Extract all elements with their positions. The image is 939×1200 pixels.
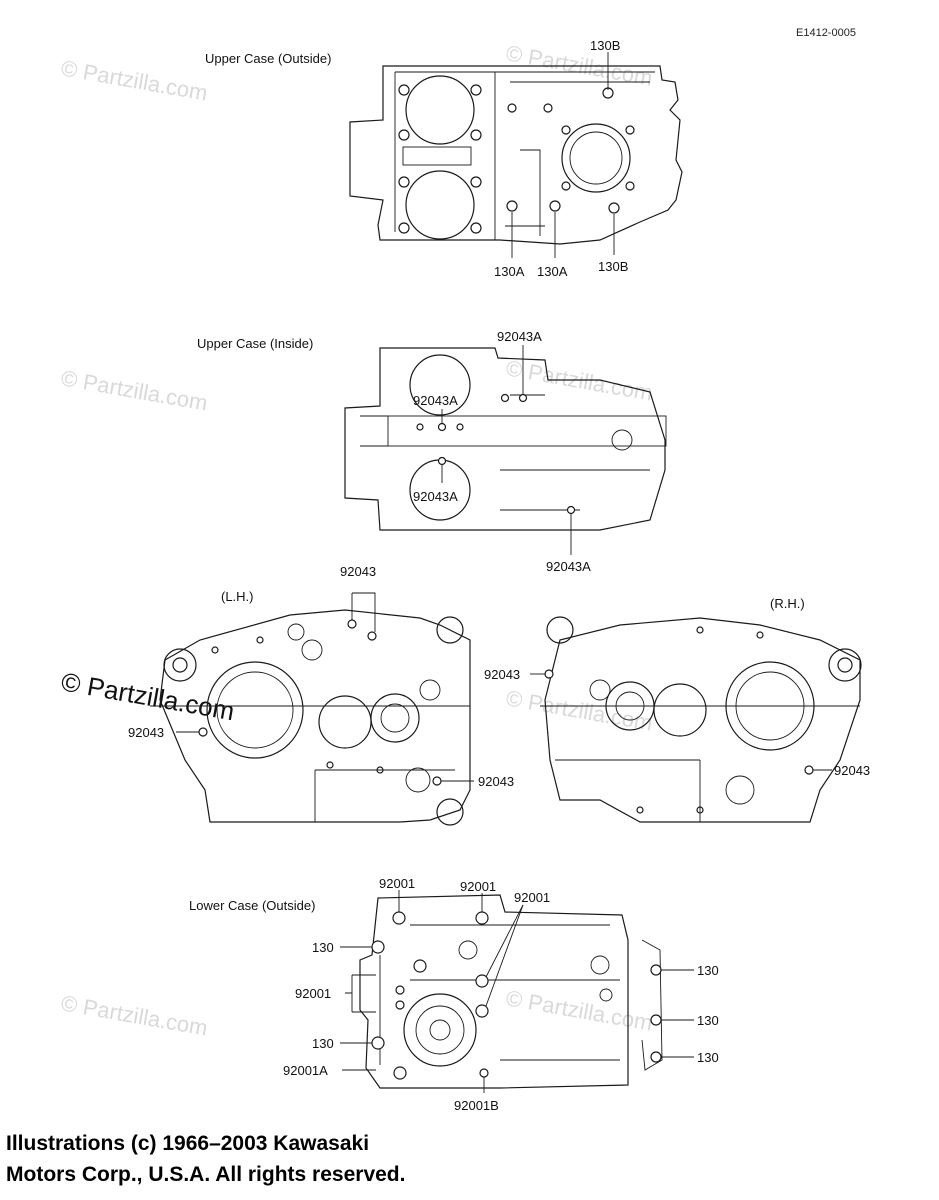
part-label-130a-right: 130A	[537, 264, 568, 279]
part-label-92043a-lower-mid: 92043A	[413, 489, 458, 504]
section-title: Upper Case (Outside)	[205, 51, 331, 66]
part-label-92043a-upper-mid: 92043A	[413, 393, 458, 408]
part-label-92001-top-left: 92001	[379, 876, 415, 891]
watermark: © Partzilla.com	[504, 685, 654, 735]
lh-title: (L.H.)	[221, 589, 254, 604]
part-label-130a-left: 130A	[494, 264, 525, 279]
part-label-92001-top-right: 92001	[514, 890, 550, 905]
copyright-line-2: Motors Corp., U.S.A. All rights reserved…	[6, 1163, 406, 1186]
copyright-line-1: Illustrations (c) 1966–2003 Kawasaki	[6, 1132, 370, 1155]
upper-case-outside: Upper Case (Outside)	[205, 38, 683, 279]
part-label-92001-left: 92001	[295, 986, 331, 1001]
part-label-92001-top-mid: 92001	[460, 879, 496, 894]
part-label-92043-rh-left: 92043	[484, 667, 520, 682]
section-title: Lower Case (Outside)	[189, 898, 315, 913]
watermark: © Partzilla.com	[59, 990, 209, 1040]
part-label-92043-lh-left: 92043	[128, 725, 164, 740]
side-views: (L.H.) (R.H.)	[128, 564, 870, 826]
part-label-92043-lh-top: 92043	[340, 564, 376, 579]
watermark: © Partzilla.com	[59, 365, 209, 415]
rh-title: (R.H.)	[770, 596, 805, 611]
part-label-130-right-top: 130	[697, 963, 719, 978]
part-label-130-left-top: 130	[312, 940, 334, 955]
part-label-92043a-bottom: 92043A	[546, 559, 591, 574]
watermark-dark: © Partzilla.com	[59, 666, 237, 726]
part-label-130-right-mid: 130	[697, 1013, 719, 1028]
part-label-130-left-bottom: 130	[312, 1036, 334, 1051]
part-label-92043-rh-right: 92043	[834, 763, 870, 778]
part-label-92043-lh-bottom: 92043	[478, 774, 514, 789]
part-label-92043a-top: 92043A	[497, 329, 542, 344]
part-label-130b-bottom: 130B	[598, 259, 628, 274]
part-label-130b-top: 130B	[590, 38, 620, 53]
part-label-92001b: 92001B	[454, 1098, 499, 1113]
ref-code: E1412-0005	[796, 27, 856, 39]
lower-case-outside: Lower Case (Outside)	[189, 876, 719, 1113]
section-title: Upper Case (Inside)	[197, 336, 313, 351]
upper-case-inside: Upper Case (Inside) 92043A 92043A 92043A…	[197, 329, 667, 574]
watermark: © Partzilla.com	[504, 985, 654, 1035]
part-label-130-right-bottom: 130	[697, 1050, 719, 1065]
part-label-92001a: 92001A	[283, 1063, 328, 1078]
watermark: © Partzilla.com	[59, 55, 209, 105]
